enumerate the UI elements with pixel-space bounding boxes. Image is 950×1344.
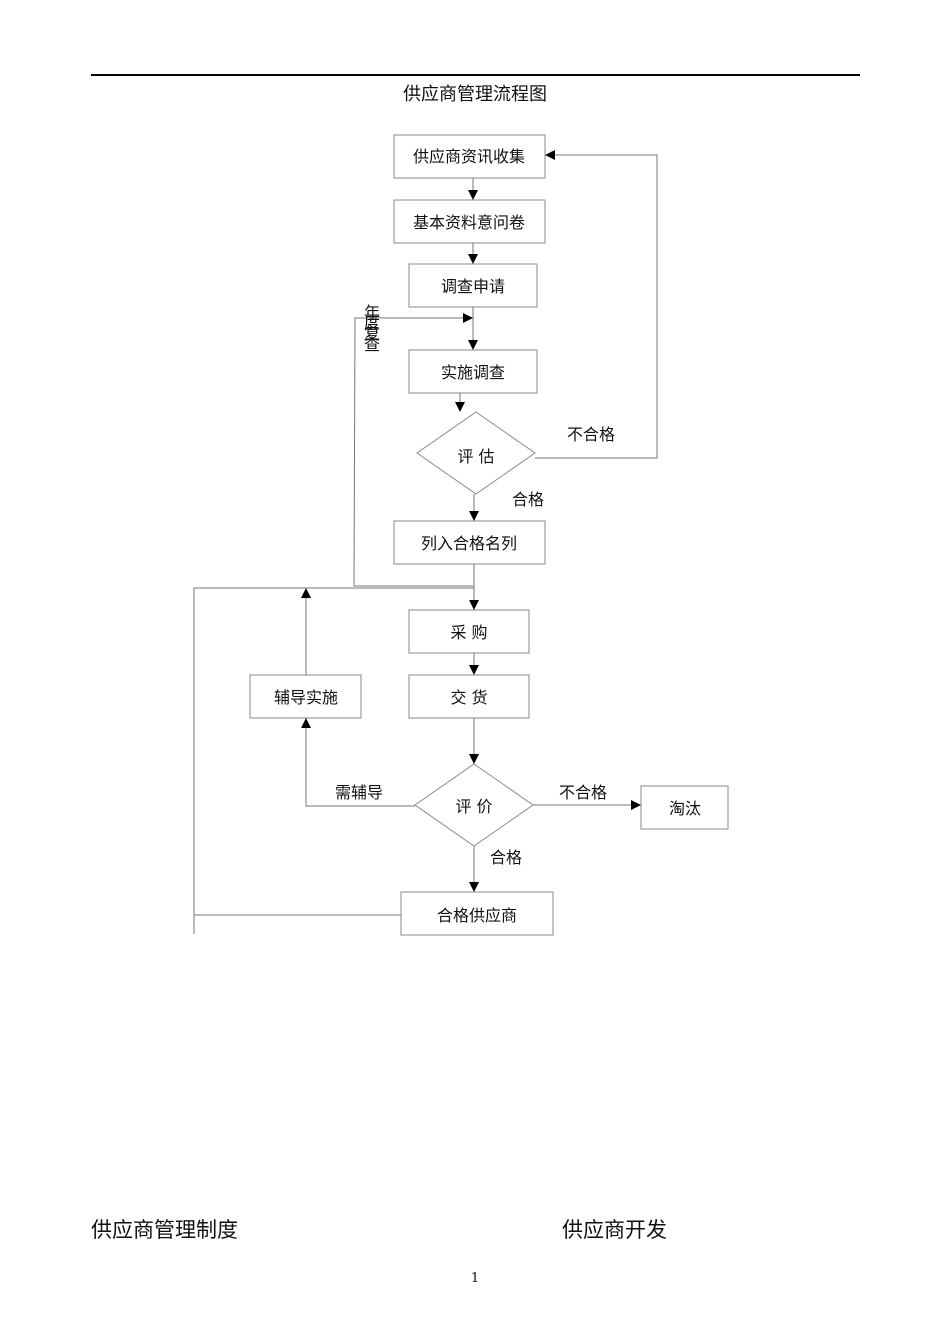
edge-label-assess-fail: 不合格 bbox=[567, 425, 615, 444]
edge-label-assess-pass: 合格 bbox=[512, 490, 544, 509]
node-eliminate bbox=[640, 785, 729, 830]
label-basic-questionnaire: 基本资料意问卷 bbox=[413, 213, 525, 232]
node-conduct-survey bbox=[408, 349, 538, 394]
footer-subsection-title: 供应商开发 bbox=[562, 1218, 667, 1242]
edge-label-needs-coaching: 需辅导 bbox=[335, 783, 383, 802]
label-evaluate: 评 价 bbox=[455, 797, 492, 816]
label-assess: 评 估 bbox=[457, 447, 494, 466]
page-title: 供应商管理流程图 bbox=[403, 84, 547, 105]
edge-qualified-return bbox=[193, 587, 474, 916]
node-purchase bbox=[408, 609, 530, 654]
header-rule bbox=[91, 74, 860, 76]
label-conduct-survey: 实施调查 bbox=[441, 363, 505, 382]
edge-evaluate-coaching bbox=[301, 718, 415, 807]
label-survey-application: 调查申请 bbox=[441, 277, 505, 296]
node-delivery bbox=[408, 674, 530, 719]
edge-label-annual-review-3: 复 bbox=[364, 324, 380, 343]
node-qualified-list bbox=[393, 520, 546, 565]
edge-label-evaluate-fail: 不合格 bbox=[559, 783, 607, 802]
edge-label-annual-review-2: 度 bbox=[364, 313, 380, 332]
label-qualified-list: 列入合格名列 bbox=[421, 534, 517, 553]
label-purchase: 采 购 bbox=[450, 623, 487, 642]
edge-annual-review bbox=[353, 313, 474, 587]
node-supplier-info-collection bbox=[393, 134, 546, 179]
node-survey-application bbox=[408, 263, 538, 308]
edge-label-annual-review-1: 年 bbox=[364, 303, 380, 322]
page-number: 1 bbox=[470, 1271, 480, 1286]
label-delivery: 交 货 bbox=[450, 688, 487, 707]
node-qualified-supplier bbox=[400, 891, 554, 936]
node-basic-questionnaire bbox=[393, 199, 546, 244]
label-coaching: 辅导实施 bbox=[274, 688, 338, 707]
label-eliminate: 淘汰 bbox=[669, 799, 701, 818]
edge-assess-fail-loop bbox=[535, 150, 658, 459]
label-supplier-info-collection: 供应商资讯收集 bbox=[413, 147, 525, 166]
footer-section-title: 供应商管理制度 bbox=[91, 1218, 238, 1242]
decision-assess bbox=[416, 411, 536, 495]
edge-label-annual-review-4: 查 bbox=[364, 335, 380, 354]
edge-label-evaluate-pass: 合格 bbox=[490, 848, 522, 867]
label-qualified-supplier: 合格供应商 bbox=[437, 906, 517, 925]
